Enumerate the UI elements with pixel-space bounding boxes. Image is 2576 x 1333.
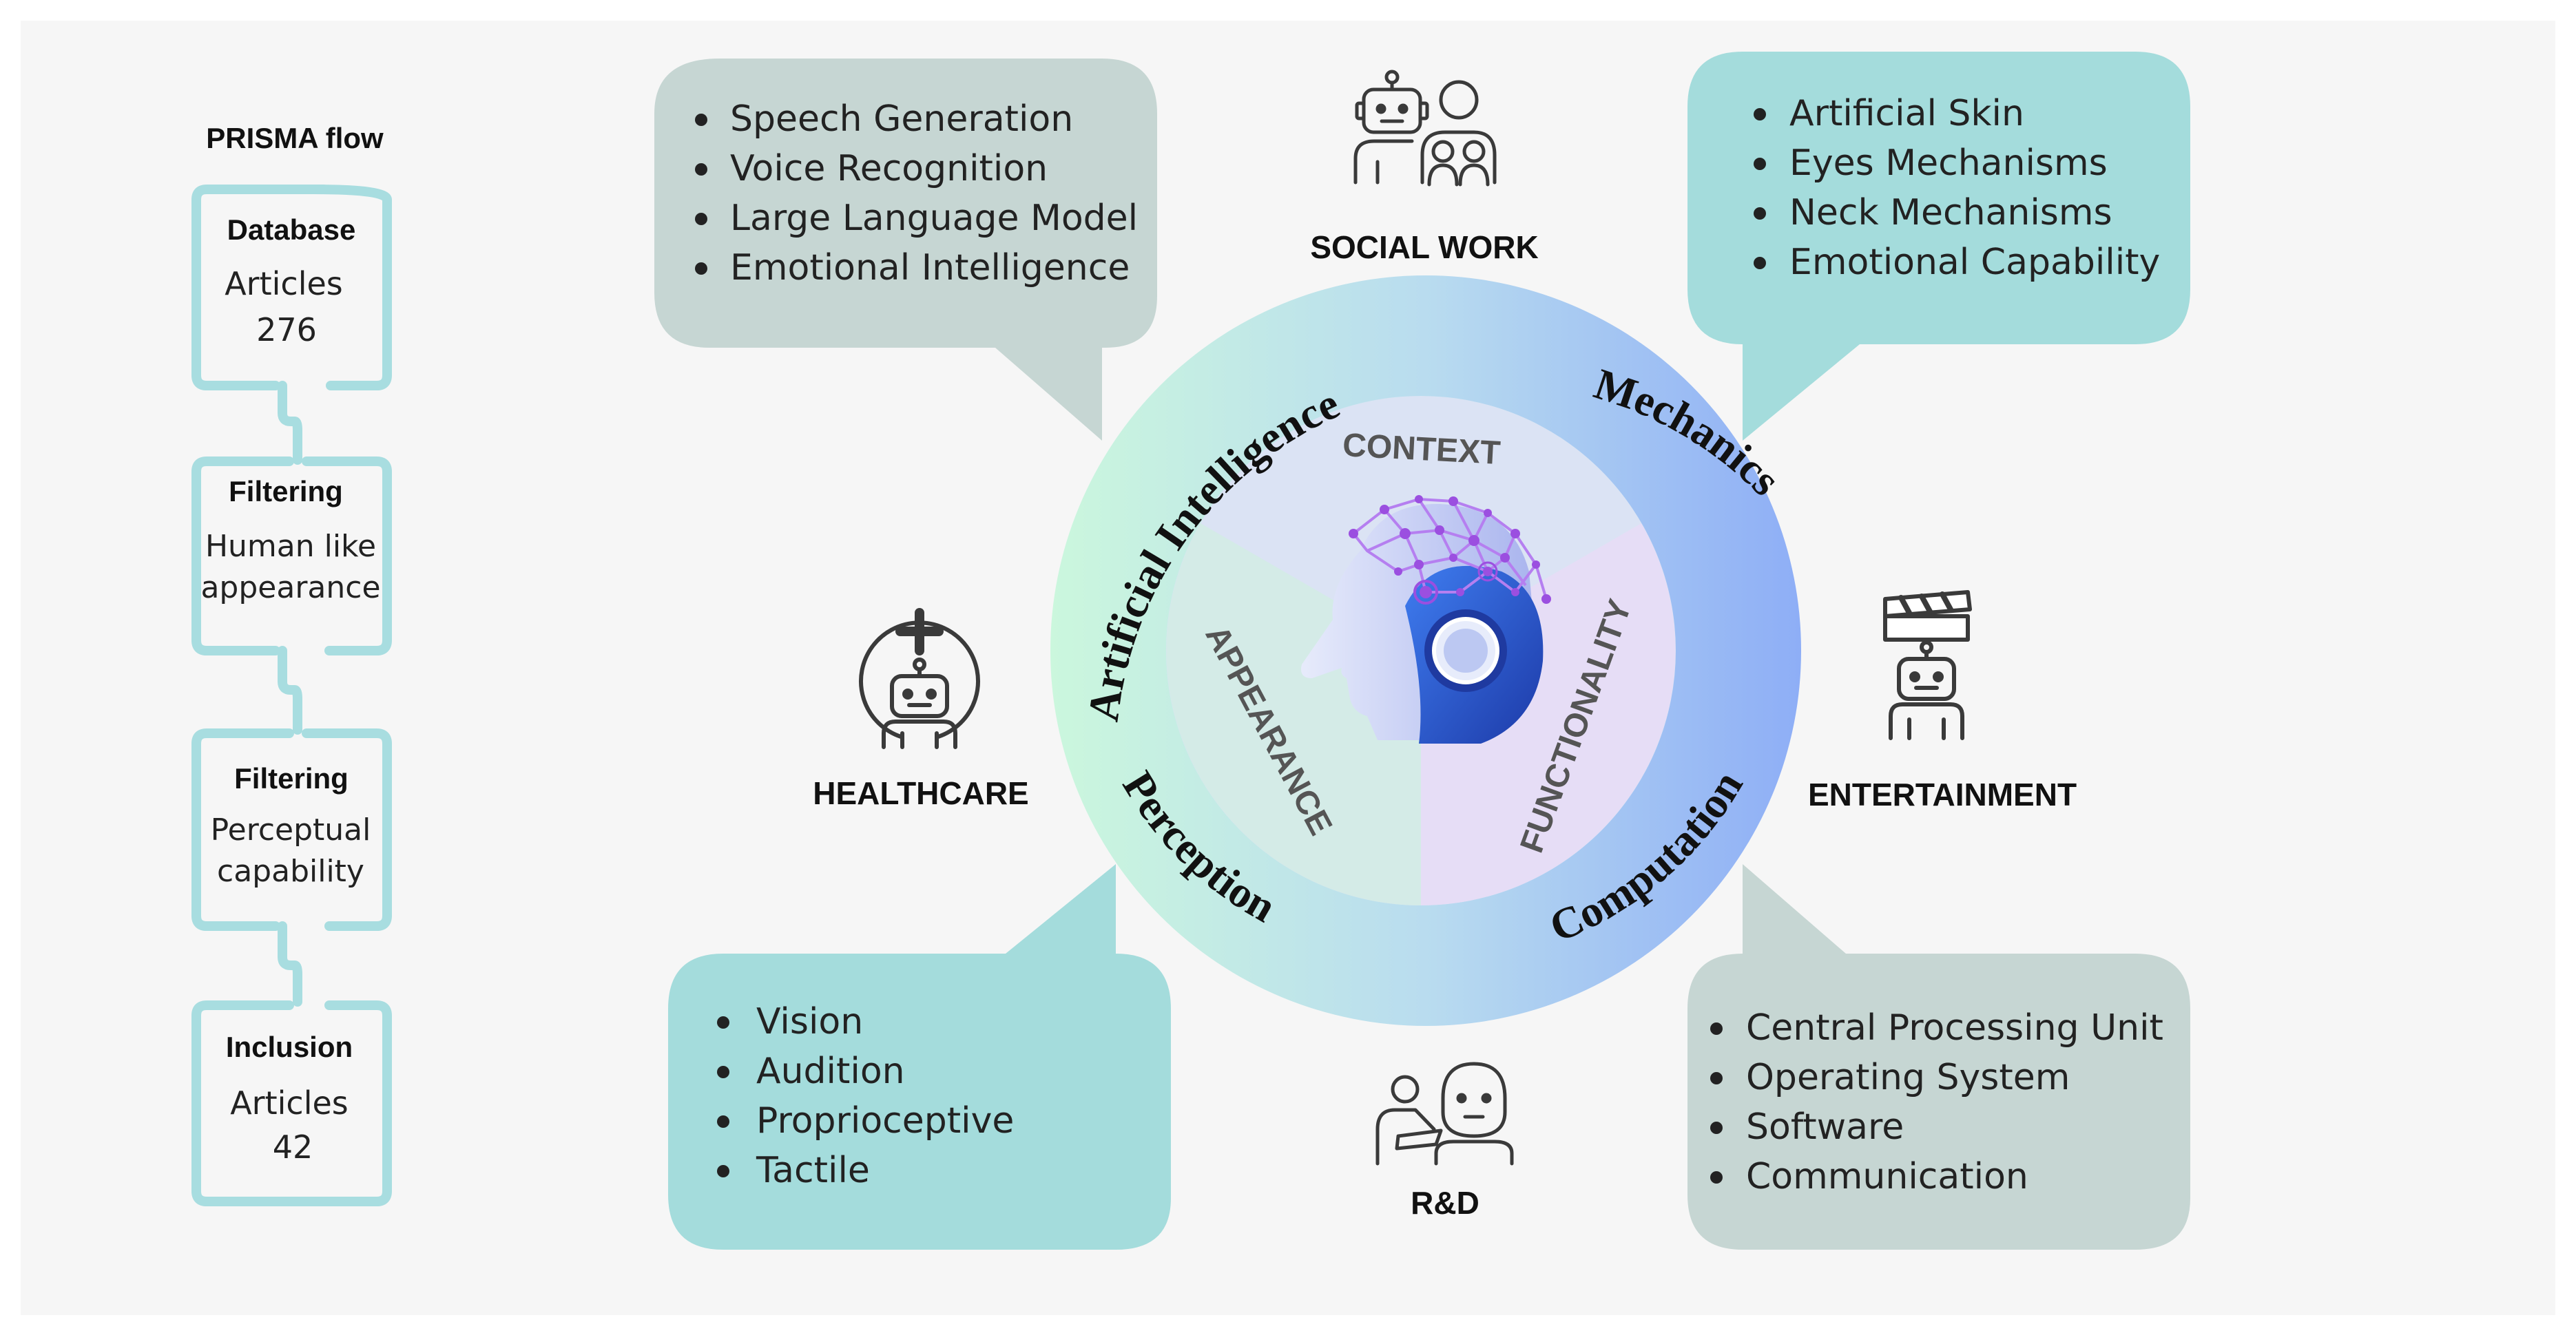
prisma-box-border xyxy=(302,728,392,931)
bullet-dot xyxy=(695,114,707,126)
prisma-step-text: Human like xyxy=(205,529,376,564)
domain-label-entertainment: ENTERTAINMENT xyxy=(1808,777,2077,812)
prisma-step-text: appearance xyxy=(200,570,380,605)
bullet-text: Operating System xyxy=(1746,1057,2070,1098)
prisma-step-label: Filtering xyxy=(234,762,349,795)
prisma-box-border xyxy=(191,456,294,655)
bullet-text: Software xyxy=(1746,1106,1904,1148)
bullet-dot xyxy=(1754,257,1766,269)
bullet-text: Eyes Mechanisms xyxy=(1789,143,2108,184)
bullet-dot xyxy=(717,1115,729,1128)
bullet-text: Central Processing Unit xyxy=(1746,1007,2163,1049)
prisma-step-filtering-perceptual: Filtering Perceptual capability xyxy=(191,728,392,931)
bullet-dot xyxy=(1710,1022,1723,1035)
domain-label-rd: R&D xyxy=(1411,1185,1479,1221)
bullet-text: Vision xyxy=(756,1001,863,1042)
prisma-step-database: Database Articles 276 xyxy=(191,185,392,390)
prisma-step-label: Database xyxy=(227,213,356,246)
prisma-box-border xyxy=(191,1000,392,1206)
bullet-dot xyxy=(717,1165,729,1177)
bullet-text: Emotional Intelligence xyxy=(730,247,1130,288)
bullet-text: Proprioceptive xyxy=(756,1100,1014,1142)
prisma-step-label: Filtering xyxy=(229,475,343,507)
social-work-icon xyxy=(1353,70,1497,187)
bullet-text: Communication xyxy=(1746,1156,2028,1197)
bullet-dot xyxy=(1710,1072,1723,1084)
prisma-flow: PRISMA flow Database Articles 276 Filter… xyxy=(191,122,392,1206)
entertainment-icon xyxy=(1883,590,1972,740)
prisma-step-text: Articles xyxy=(230,1084,349,1122)
sector-label-context: CONTEXT xyxy=(1342,427,1502,472)
speech-bubble xyxy=(1687,52,2190,441)
bullet-dot xyxy=(1710,1171,1723,1184)
bullet-dot xyxy=(1754,158,1766,170)
bubble-artificial-intelligence: Speech Generation Voice Recognition Larg… xyxy=(654,59,1157,441)
bullet-text: Speech Generation xyxy=(730,98,1073,140)
prisma-step-filtering-appearance: Filtering Human like appearance xyxy=(191,456,392,655)
prisma-title: PRISMA flow xyxy=(206,122,384,154)
bullet-text: Emotional Capability xyxy=(1789,242,2160,283)
ai-head-icon xyxy=(1301,495,1551,744)
prisma-step-text: capability xyxy=(217,854,364,889)
prisma-step-count: 276 xyxy=(256,311,317,348)
prisma-connector xyxy=(278,921,302,1007)
speech-bubble xyxy=(668,864,1171,1250)
bullet-dot xyxy=(1754,108,1766,120)
bubble-computation: Central Processing Unit Operating System… xyxy=(1687,864,2190,1250)
bullet-dot xyxy=(717,1066,729,1078)
central-ring: Artificial Intelligence Mechanics Percep… xyxy=(1050,275,1801,1026)
domain-label-healthcare: HEALTHCARE xyxy=(813,775,1028,811)
bullet-text: Large Language Model xyxy=(730,198,1138,239)
prisma-box-border xyxy=(191,728,294,931)
rd-icon xyxy=(1375,1062,1514,1166)
prisma-step-label: Inclusion xyxy=(226,1031,353,1063)
bubble-mechanics: Artificial Skin Eyes Mechanisms Neck Mec… xyxy=(1687,52,2190,441)
prisma-step-text: Perceptual xyxy=(211,812,371,848)
bullet-dot xyxy=(695,262,707,275)
bullet-dot xyxy=(1754,207,1766,220)
prisma-connector xyxy=(278,381,302,465)
prisma-box-border xyxy=(309,185,392,390)
bullet-dot xyxy=(717,1016,729,1029)
prisma-step-inclusion: Inclusion Articles 42 xyxy=(191,1000,392,1206)
prisma-connector xyxy=(278,646,302,735)
healthcare-icon xyxy=(859,608,980,749)
bullet-dot xyxy=(695,213,707,225)
bubble-perception: Vision Audition Proprioceptive Tactile xyxy=(668,864,1171,1250)
bullet-text: Audition xyxy=(756,1051,905,1092)
speech-bubble xyxy=(654,59,1157,441)
prisma-box-border xyxy=(191,185,329,390)
prisma-step-count: 42 xyxy=(273,1129,313,1166)
bullet-text: Neck Mechanisms xyxy=(1789,192,2112,233)
speech-bubble xyxy=(1687,864,2190,1250)
bullet-text: Tactile xyxy=(756,1150,870,1191)
head-ear-disc xyxy=(1444,629,1488,673)
bullet-dot xyxy=(1710,1122,1723,1134)
bullet-text: Voice Recognition xyxy=(730,148,1048,189)
prisma-box-border xyxy=(302,456,392,655)
prisma-step-text: Articles xyxy=(225,265,343,302)
bullet-text: Artificial Skin xyxy=(1789,93,2024,134)
brain-nodes xyxy=(1349,495,1551,605)
domain-label-social-work: SOCIAL WORK xyxy=(1310,229,1538,265)
bullet-dot xyxy=(695,163,707,176)
